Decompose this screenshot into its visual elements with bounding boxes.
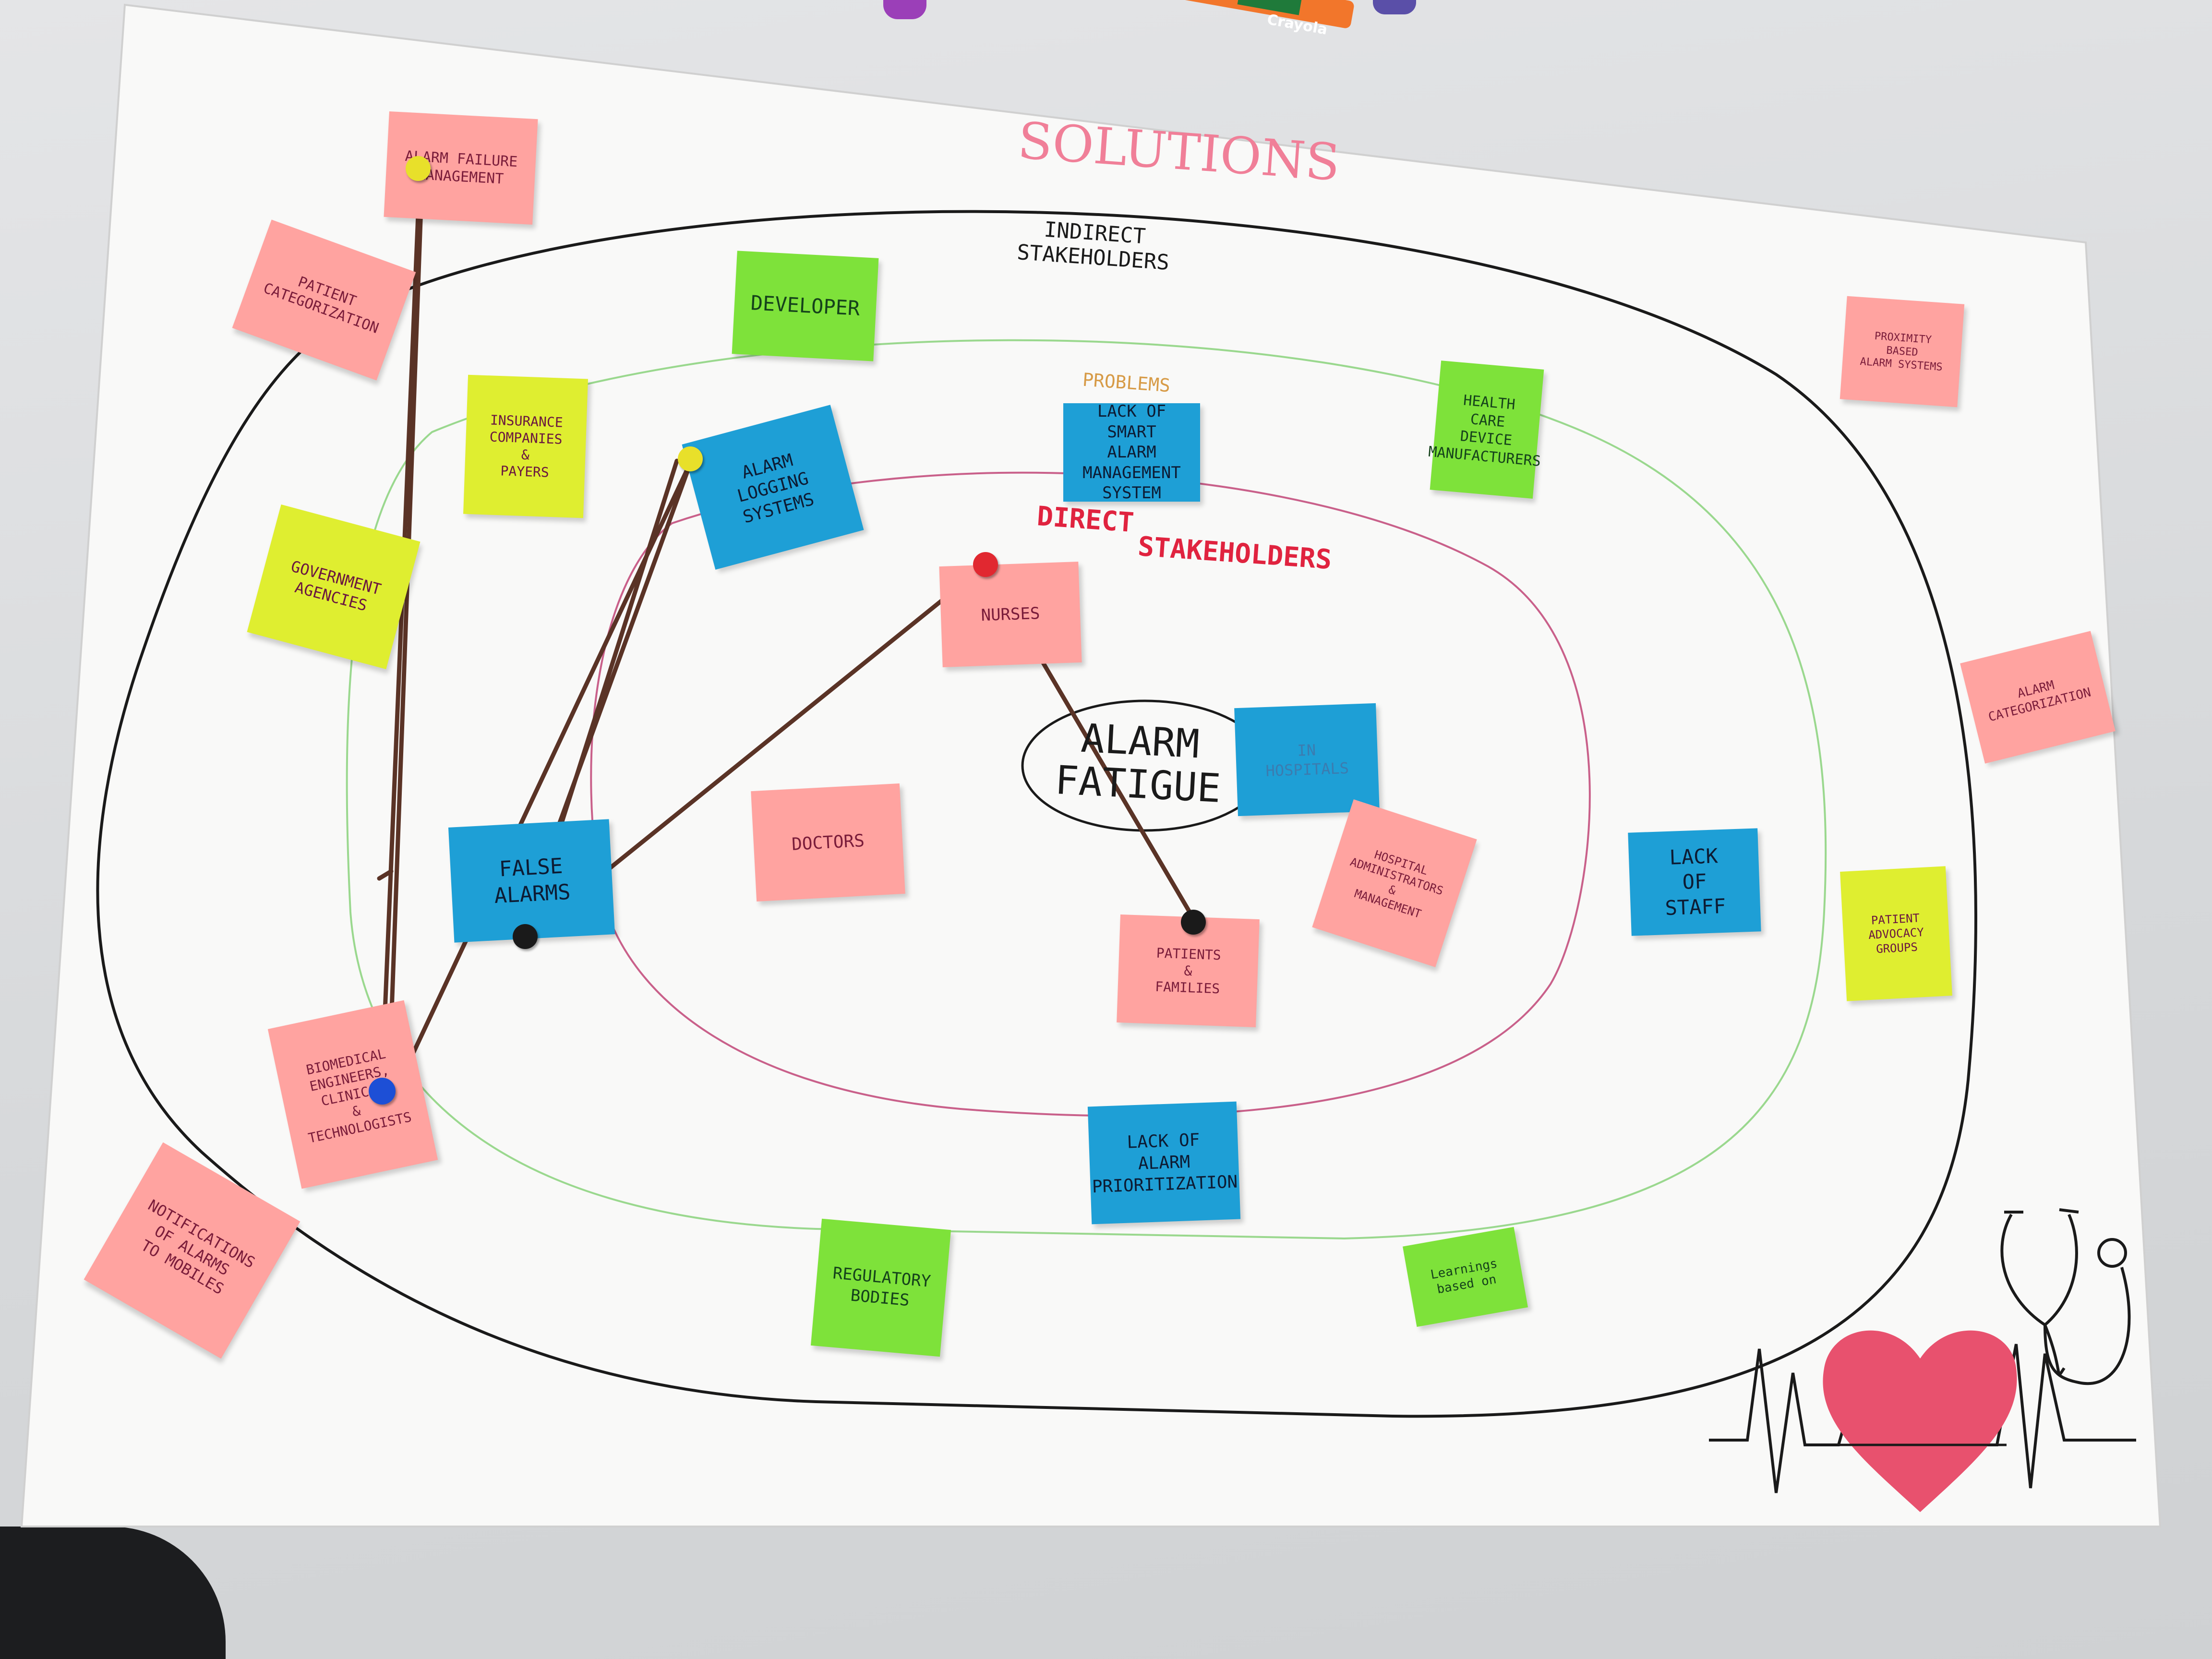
note-false-alarms: False alarms xyxy=(448,819,615,943)
stethoscope-icon xyxy=(2000,1208,2131,1385)
center-label: Alarm Fatigue xyxy=(1054,715,1222,812)
note-nurses: Nurses xyxy=(939,562,1082,667)
push-pin-icon xyxy=(369,1078,396,1105)
push-pin-icon xyxy=(1181,910,1206,935)
note-proximity-alarm-systems: Proximity based alarm systems xyxy=(1839,296,1965,408)
push-pin-icon xyxy=(678,446,703,471)
note-lack-alarm-prioritization: Lack of alarm prioritization xyxy=(1087,1101,1241,1225)
push-pin-icon xyxy=(513,924,538,949)
note-doctors: Doctors xyxy=(751,783,905,902)
note-patient-advocacy-groups: Patient advocacy groups xyxy=(1840,866,1952,1001)
heart-icon xyxy=(1823,1330,2017,1512)
push-pin-icon xyxy=(973,552,998,577)
note-regulatory-bodies: Regulatory bodies xyxy=(810,1218,951,1357)
push-pin-icon xyxy=(406,156,431,181)
note-lack-smart-alarm-system: Lack of smart alarm management system xyxy=(1063,402,1200,503)
crayon-icon xyxy=(883,0,1416,28)
note-in-hospitals: In hospitals xyxy=(1234,703,1380,817)
note-insurance-companies: Insurance companies & payers xyxy=(463,374,588,518)
problems-ring xyxy=(346,339,1827,1240)
note-health-care-device-manufacturers: Health care device manufacturers xyxy=(1428,361,1544,499)
note-lack-of-staff: Lack of staff xyxy=(1628,828,1761,936)
indirect-stakeholders-ring xyxy=(96,210,1977,1418)
note-developer: Developer xyxy=(732,251,879,361)
